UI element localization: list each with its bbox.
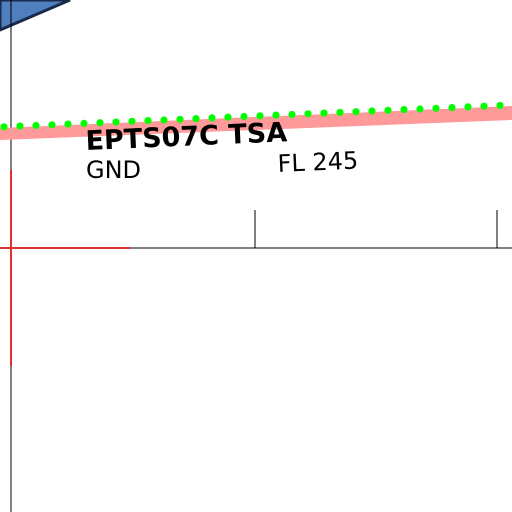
boundary-dot [272,111,280,119]
boundary-dot [480,102,488,110]
boundary-dot [32,121,40,130]
boundary-dot [256,112,264,120]
boundary-dot [144,117,152,125]
boundary-dot [416,105,424,113]
boundary-dot [304,110,312,118]
boundary-dot [224,113,232,121]
boundary-dot [384,106,392,114]
boundary-dot [16,122,24,130]
airspace-upper-limit-label: FL 245 [277,147,359,178]
boundary-dot [112,118,120,126]
airspace-shading [0,106,512,140]
boundary-dot [128,117,136,125]
boundary-dot [432,104,440,112]
boundary-dot [192,115,200,123]
area-shape-blue [0,0,71,32]
boundary-dot [48,121,56,129]
boundary-dot [0,123,8,131]
airspace-lower-limit-label: GND [86,156,141,184]
boundary-dot [176,115,184,123]
boundary-dot [336,108,344,116]
boundary-dot [448,104,456,112]
boundary-dot [400,106,408,114]
airspace-boundary [0,101,504,131]
boundary-dot [96,119,104,127]
boundary-dot [464,103,472,111]
boundary-dot [160,116,168,124]
boundary-dot [80,119,88,127]
boundary-dot [496,101,504,110]
boundary-dot [320,109,328,117]
boundary-dot [352,108,360,116]
boundary-dot [368,107,376,115]
boundary-dot [240,112,248,121]
boundary-dot [208,114,216,122]
boundary-dot [64,120,72,128]
boundary-dot [288,110,296,119]
